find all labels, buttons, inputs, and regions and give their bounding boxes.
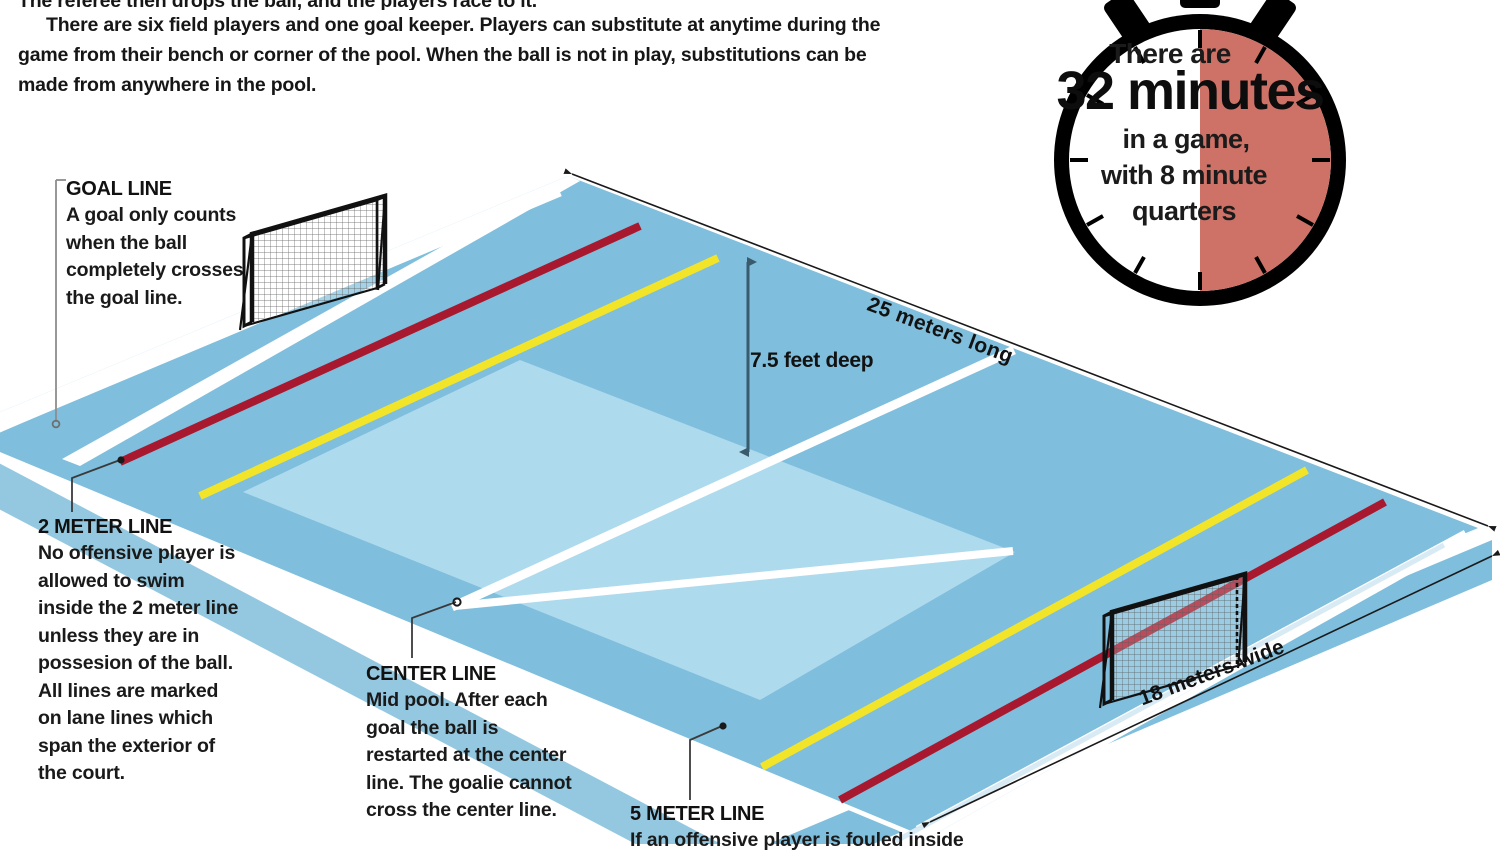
goal-line-stripe-left bbox=[62, 176, 580, 466]
two-meter-line-top bbox=[118, 222, 642, 466]
stopwatch-ticks bbox=[1070, 30, 1330, 290]
intro-paragraph: There are six field players and one goal… bbox=[18, 14, 881, 96]
callout-goal-line: GOAL LINE A goal only counts when the ba… bbox=[66, 178, 266, 312]
dimension-label-depth: 7.5 feet deep bbox=[750, 349, 874, 372]
dimension-line-length bbox=[563, 168, 1497, 532]
stopwatch-graphic: There are 32 minutes in a game, with 8 m… bbox=[1040, 0, 1360, 318]
callout-two-meter-line: 2 METER LINE No offensive player is allo… bbox=[38, 516, 243, 788]
intro-paragraph-block: The referee then drops the ball, and the… bbox=[18, 0, 918, 100]
callout-two-meter-line-title: 2 METER LINE bbox=[38, 516, 173, 538]
dimension-line-width bbox=[921, 549, 1500, 829]
goal-left bbox=[238, 193, 388, 331]
callout-center-line-title: CENTER LINE bbox=[366, 663, 497, 685]
callout-center-line: CENTER LINE Mid pool. After each goal th… bbox=[366, 663, 581, 825]
callout-goal-line-title: GOAL LINE bbox=[66, 178, 172, 200]
callout-goal-line-body: A goal only counts when the ball complet… bbox=[66, 204, 244, 309]
leader-goal-line bbox=[51, 179, 66, 429]
intro-clipped-line: The referee then drops the ball, and the… bbox=[18, 0, 918, 10]
callout-center-line-body: Mid pool. After each goal the ball is re… bbox=[366, 689, 572, 821]
stopwatch-elapsed-sector bbox=[1200, 29, 1331, 291]
leader-five-meter-line bbox=[689, 722, 727, 800]
leader-center-line bbox=[411, 597, 462, 658]
callout-five-meter-line-title: 5 METER LINE bbox=[630, 803, 765, 825]
callout-two-meter-line-body: No offensive player is allowed to swim i… bbox=[38, 542, 239, 784]
callout-five-meter-line-body: If an offensive player is fouled inside bbox=[630, 829, 964, 851]
center-line bbox=[454, 547, 1014, 610]
stopwatch-svg bbox=[1054, 0, 1346, 306]
leader-two-meter-line bbox=[71, 456, 125, 512]
callout-five-meter-line: 5 METER LINE If an offensive player is f… bbox=[630, 803, 1060, 855]
